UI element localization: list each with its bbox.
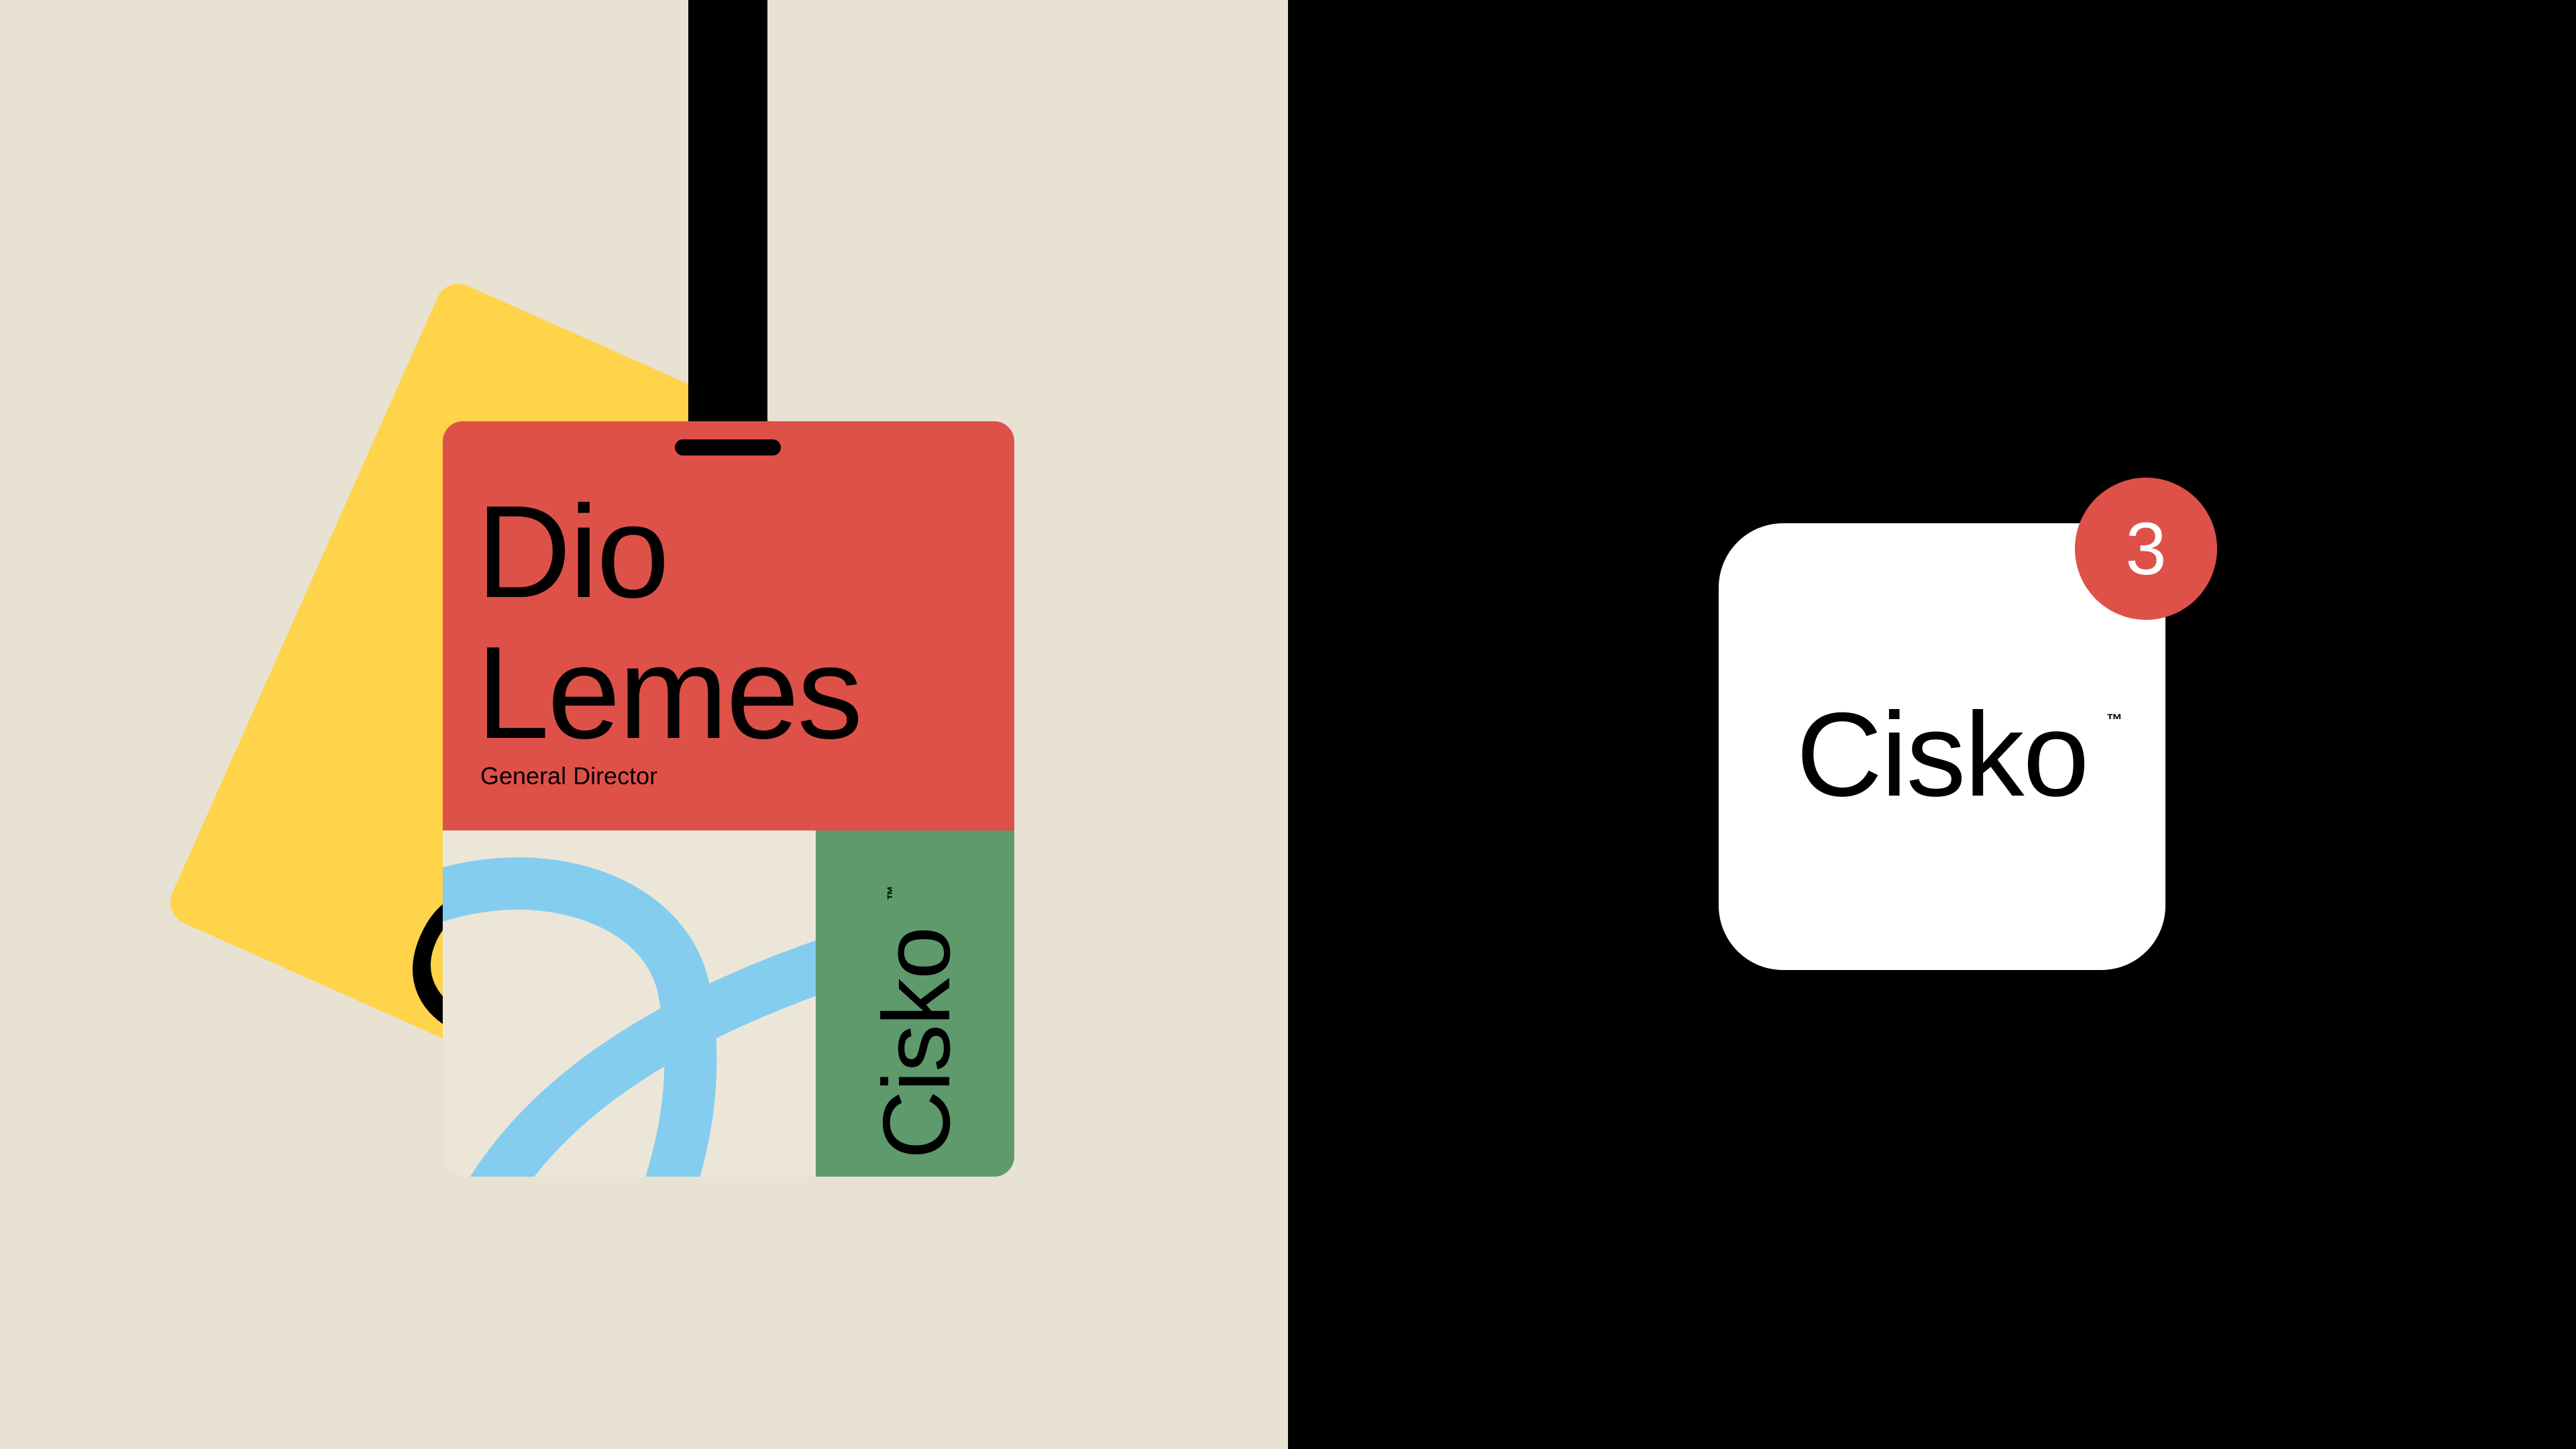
badge-logo-panel: Cisko ™ — [816, 830, 1014, 1177]
badge-holder-name: Dio Lemes — [476, 478, 863, 766]
badge-first-name: Dio — [476, 478, 669, 625]
badge-role: General Director — [480, 762, 658, 790]
app-icon-wordmark: Cisko — [1796, 688, 2089, 821]
badge-wordmark: Cisko — [863, 927, 970, 1159]
id-badge: Dio Lemes General Director Cisko ™ — [443, 421, 1014, 1177]
blue-loop-graphic — [443, 857, 818, 1177]
left-panel: Cisko ™ Dio Lemes General Director C — [0, 0, 1288, 1449]
lanyard-clip — [675, 439, 781, 455]
right-panel: Cisko ™ 3 — [1288, 0, 2576, 1449]
lanyard-strap — [688, 0, 767, 449]
notification-badge: 3 — [2075, 478, 2217, 620]
badge-pattern-panel — [443, 830, 818, 1177]
app-icon-trademark: ™ — [2106, 711, 2123, 729]
badge-trademark: ™ — [884, 885, 901, 900]
badge-name-panel: Dio Lemes General Director — [443, 421, 1014, 830]
badge-last-name: Lemes — [476, 619, 863, 766]
app-icon[interactable]: Cisko ™ — [1719, 523, 2165, 970]
